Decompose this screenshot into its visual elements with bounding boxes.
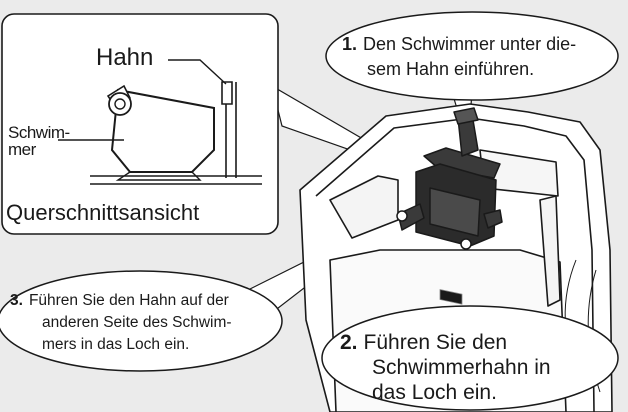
tank-right-post <box>539 195 561 307</box>
inset-schwimmer-label-line1: Schwim- <box>8 123 70 142</box>
step2-number: 2. <box>340 331 358 354</box>
tank-inner-rim <box>315 117 595 412</box>
step3-number: 3. <box>10 292 23 309</box>
step3-line1: Führen Sie den Hahn auf der <box>28 292 229 309</box>
step2-line1: Führen Sie den <box>363 331 508 354</box>
callout-step2-text: 2.Führen Sie den Schwimmerhahn in das Lo… <box>340 330 610 405</box>
float-arm-right <box>483 209 503 229</box>
step2-line3: das Loch ein. <box>372 381 497 404</box>
bubble-step1 <box>325 11 619 101</box>
inset-view-caption: Querschnittsansicht <box>6 200 200 225</box>
step2-line2: Schwimmerhahn in <box>372 356 551 379</box>
inset-schwimmer-label: Schwim- mer <box>8 124 88 158</box>
callout-step1-text: 1.Den Schwimmer unter die- sem Hahn einf… <box>342 32 614 82</box>
tank-left-step <box>329 175 399 239</box>
step3-line3: mers in das Loch ein. <box>42 336 190 353</box>
inset-schwimmer-label-line2: mer <box>8 140 36 159</box>
inset-float-pivot-inner <box>114 98 126 110</box>
valve-cap <box>453 107 479 125</box>
callout-bubbles <box>0 11 619 411</box>
float-slot <box>439 289 463 305</box>
bubble-step3 <box>0 270 283 372</box>
step3-line2: anderen Seite des Schwim- <box>42 314 232 331</box>
callout-step3-text: 3. Führen Sie den Hahn auf der anderen Se… <box>10 290 280 356</box>
step1-line2: sem Hahn einführen. <box>367 59 535 79</box>
inset-hahn-tab <box>221 81 233 105</box>
pivot-pin-left <box>396 210 408 222</box>
cross-section-inset <box>1 13 279 235</box>
inset-hahn-label: Hahn <box>96 44 154 71</box>
inset-float-foot <box>115 171 202 181</box>
step1-line1: Den Schwimmer unter die- <box>363 34 577 54</box>
float-face <box>429 187 481 237</box>
step1-number: 1. <box>342 34 358 54</box>
bubble-step2 <box>321 305 619 411</box>
float-arm-left <box>397 203 425 231</box>
inset-hahn-leader <box>168 59 227 85</box>
float-assembly <box>396 107 503 305</box>
pivot-pin-right <box>460 238 472 250</box>
